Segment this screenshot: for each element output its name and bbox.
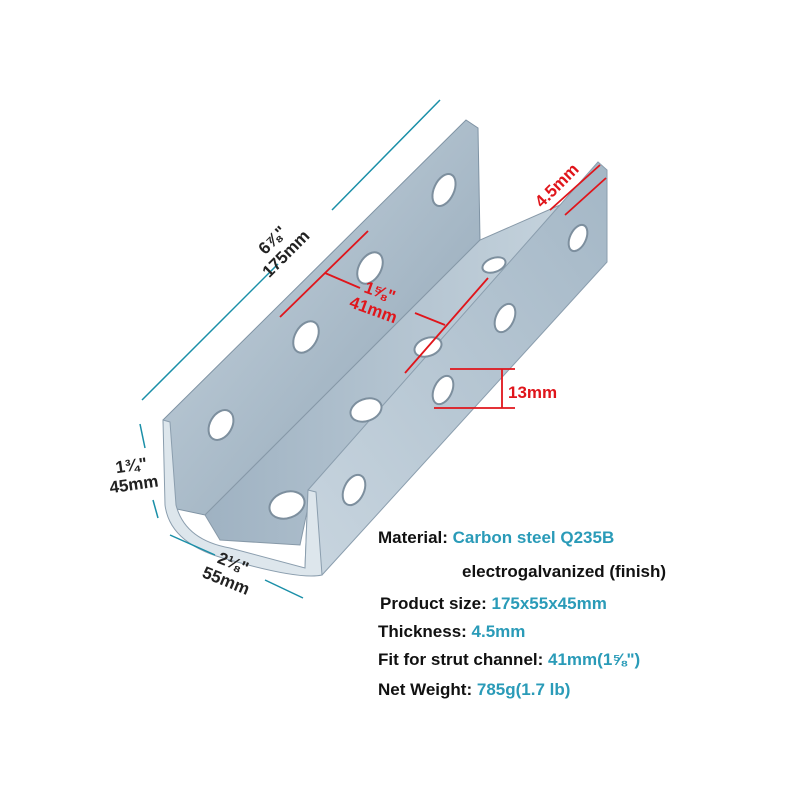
spec-value: 41mm(1⅝") xyxy=(548,650,641,669)
spec-material: Material: Carbon steel Q235B xyxy=(378,528,614,548)
front-edge xyxy=(162,419,323,577)
height-dimension: 1¾" 45mm xyxy=(106,453,159,497)
dimension-lines xyxy=(139,99,441,599)
spec-label: Product size: xyxy=(380,594,487,613)
hole xyxy=(356,251,384,285)
spec-product-size: Product size: 175x55x45mm xyxy=(380,594,607,614)
mounting-holes xyxy=(207,173,589,520)
spec-finish: electrogalvanized (finish) xyxy=(462,562,666,582)
spec-value: 175x55x45mm xyxy=(491,594,607,613)
hole xyxy=(349,397,383,423)
spec-value: 4.5mm xyxy=(471,622,526,641)
hole-size-dimension: 13mm xyxy=(508,383,558,402)
spec-value: electrogalvanized (finish) xyxy=(462,562,667,581)
hole xyxy=(493,302,517,334)
spec-value: 785g(1.7 lb) xyxy=(476,680,571,699)
spec-fit: Fit for strut channel: 41mm(1⅝") xyxy=(378,650,640,670)
hole xyxy=(567,223,589,253)
red-dimension-lines xyxy=(279,164,607,409)
spec-label: Thickness: xyxy=(378,622,467,641)
hole xyxy=(292,320,320,354)
hole xyxy=(431,374,455,406)
hole xyxy=(431,173,457,207)
spec-weight: Net Weight: 785g(1.7 lb) xyxy=(378,680,570,700)
hole xyxy=(341,473,367,507)
spec-label: Net Weight: xyxy=(378,680,473,699)
spec-label: Fit for strut channel: xyxy=(378,650,544,669)
spec-thickness: Thickness: 4.5mm xyxy=(378,622,525,642)
spec-label: Material: xyxy=(378,528,448,547)
hole xyxy=(268,490,306,520)
hole xyxy=(207,409,235,441)
spec-value: Carbon steel Q235B xyxy=(452,528,615,547)
hole xyxy=(481,256,507,274)
